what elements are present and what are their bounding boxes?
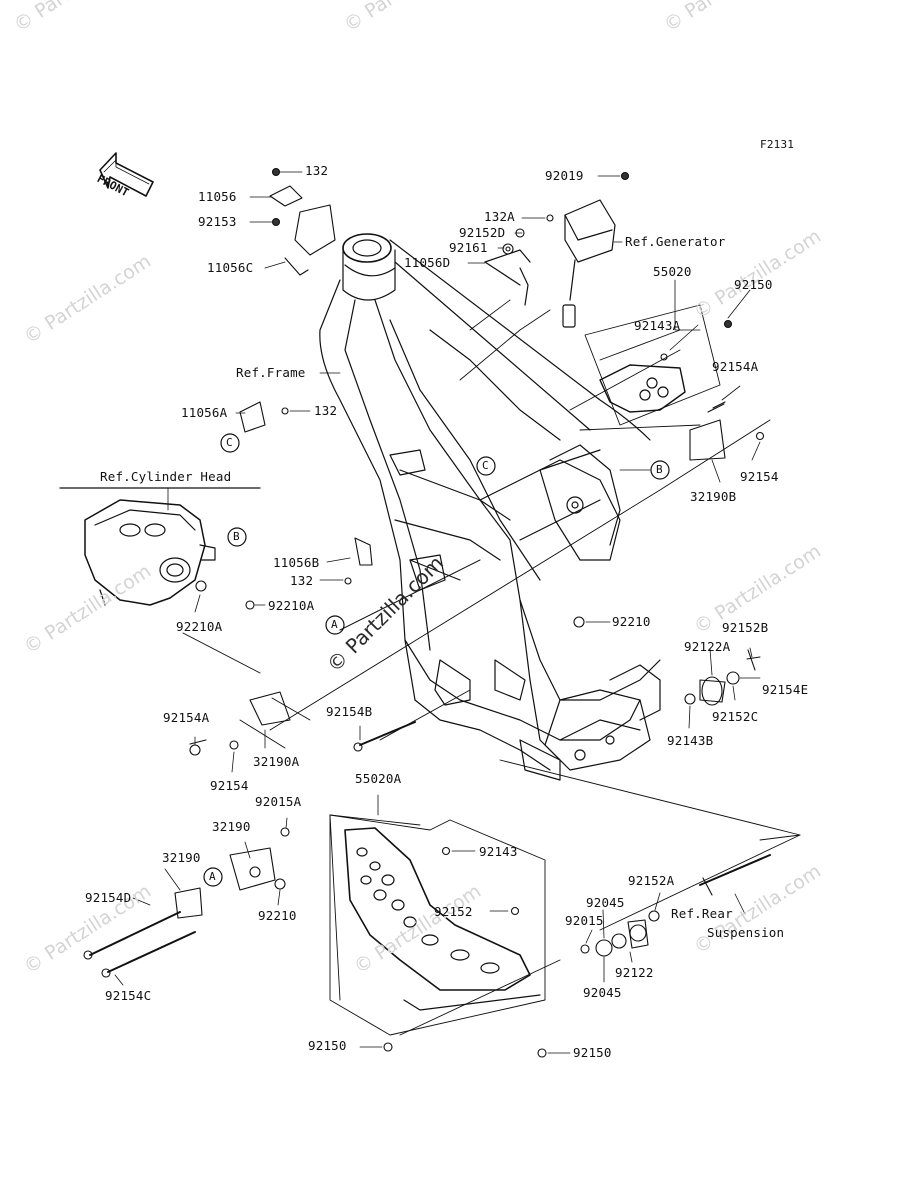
part-label: 92154	[740, 469, 779, 484]
part-label: 92154A	[163, 710, 210, 725]
part-label: 92015	[565, 913, 604, 928]
part-label: 32190	[162, 850, 201, 865]
hardware-parts	[83, 167, 771, 1058]
part-label: 132	[305, 163, 329, 178]
part-label: 92143B	[667, 733, 714, 748]
part-label: 92210A	[176, 619, 223, 634]
part-label: 11056D	[404, 255, 451, 270]
part-label: 11056B	[273, 555, 320, 570]
callout-a: A	[331, 618, 338, 631]
callout-b: B	[233, 530, 240, 543]
part-label: 92152A	[628, 873, 675, 888]
diagram-code: F2131	[760, 138, 795, 151]
part-label: 32190B	[690, 489, 737, 504]
part-label: 92154D	[85, 890, 132, 905]
part-label: 92015A	[255, 794, 302, 809]
part-label: 55020	[653, 264, 692, 279]
callout-circles	[203, 433, 670, 887]
part-label: 92019	[545, 168, 584, 183]
part-label: 92161	[449, 240, 488, 255]
callout-a: A	[209, 870, 216, 883]
part-label: 92154B	[326, 704, 373, 719]
part-label: 92154E	[762, 682, 809, 697]
part-label: 92152C	[712, 709, 759, 724]
part-label: 132	[314, 403, 338, 418]
part-label: Suspension	[707, 925, 785, 940]
part-label: 92150	[573, 1045, 612, 1060]
part-label: 92122	[615, 965, 654, 980]
part-label: 92154	[210, 778, 249, 793]
part-label: 92150	[734, 277, 773, 292]
part-label: 32190A	[253, 754, 300, 769]
part-label: Ref.Rear	[671, 906, 733, 921]
part-label: 92122A	[684, 639, 731, 654]
callout-c: C	[226, 436, 233, 449]
part-label: 92210	[612, 614, 651, 629]
leader-lines	[114, 171, 761, 1054]
skid-plate-55020A	[329, 814, 546, 1036]
part-label: 11056C	[207, 260, 254, 275]
callout-c: C	[482, 459, 489, 472]
front-arrow-icon	[99, 152, 154, 197]
part-label: 92152B	[722, 620, 769, 635]
part-label: 55020A	[355, 771, 402, 786]
part-label: 11056	[198, 189, 237, 204]
main-frame	[319, 233, 661, 781]
cylinder-head-ref	[59, 487, 261, 606]
part-label: 92152	[434, 904, 473, 919]
part-label: Ref.Generator	[625, 234, 726, 249]
part-label: 92154A	[712, 359, 759, 374]
part-label: 92154C	[105, 988, 152, 1003]
part-label: 92152D	[459, 225, 506, 240]
part-label: 92150	[308, 1038, 347, 1053]
part-label: 92153	[198, 214, 237, 229]
part-label: 11056A	[181, 405, 228, 420]
part-label: 32190	[212, 819, 251, 834]
part-label: 132A	[484, 209, 515, 224]
part-label: 92210A	[268, 598, 315, 613]
part-label: 92143A	[634, 318, 681, 333]
assembly-lines	[182, 299, 801, 1036]
part-label: 92045	[586, 895, 625, 910]
generator-ref	[484, 199, 616, 328]
callout-b: B	[656, 463, 663, 476]
chain-guard-55020	[584, 304, 721, 426]
part-label: 92045	[583, 985, 622, 1000]
part-label: 92210	[258, 908, 297, 923]
part-label: Ref.Cylinder Head	[100, 469, 232, 484]
part-label: 132	[290, 573, 314, 588]
part-label: Ref.Frame	[236, 365, 306, 380]
part-label: 92143	[479, 844, 518, 859]
